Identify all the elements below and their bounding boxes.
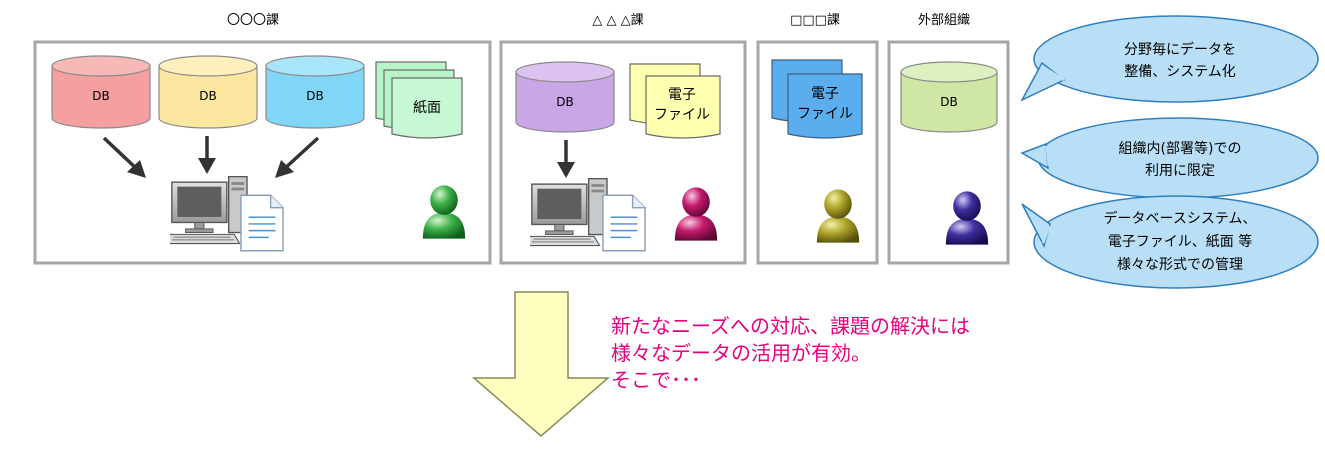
db-label-red: DB (92, 89, 109, 103)
bubble-2-line1: 組織内(部署等)での (1119, 140, 1242, 157)
message-line-3: そこで･･･ (611, 368, 701, 392)
bubble-1-line2: 整備、システム化 (1124, 64, 1236, 80)
document-icon-2 (602, 194, 646, 252)
speech-bubble-2 (1020, 117, 1319, 199)
document-icon (240, 194, 284, 252)
speech-bubble-3 (1021, 195, 1319, 289)
file-label-yellow-line2: ファイル (654, 107, 710, 123)
message-line-2: 様々なデータの活用が有効。 (611, 341, 871, 365)
file-label-blue-line1: 電子 (811, 86, 839, 102)
section-header-2: △ △ △課 (592, 12, 643, 28)
speech-bubble-1 (1020, 15, 1319, 103)
section-header-4: 外部組織 (918, 13, 970, 28)
arrow-icon-db-to-pc-1 (102, 136, 146, 178)
section-header-3: □□□課 (790, 12, 840, 28)
bubble-2-line2: 利用に限定 (1145, 163, 1215, 179)
database-icon-red (51, 55, 151, 129)
file-label-blue-line2: ファイル (797, 106, 853, 122)
electronic-file-icon-blue (771, 59, 863, 139)
bubble-1-line1: 分野毎にデータを (1124, 41, 1236, 58)
db-label-green: DB (940, 95, 957, 109)
down-arrow-icon (471, 291, 611, 437)
arrow-icon-db-to-pc-2 (198, 136, 216, 174)
message-line-1: 新たなニーズへの対応、課題の解決には (611, 314, 970, 338)
arrow-icon-db-to-pc-4 (557, 140, 575, 178)
db-label-purple: DB (556, 95, 573, 109)
database-icon-green (900, 61, 998, 133)
database-icon-yellow (158, 55, 258, 129)
db-label-yellow: DB (199, 89, 216, 103)
arrow-icon-db-to-pc-3 (275, 136, 320, 178)
database-icon-purple (515, 61, 615, 133)
database-icon-blue (265, 55, 365, 129)
db-label-blue: DB (306, 89, 323, 103)
file-label-yellow-line1: 電子 (668, 87, 696, 103)
bubble-3-line3: 様々な形式での管理 (1117, 257, 1243, 273)
paper-label: 紙面 (413, 100, 441, 116)
electronic-file-icon-yellow (629, 63, 721, 139)
bubble-3-line1: データベースシステム、 (1104, 210, 1257, 227)
paper-stack-icon (375, 61, 463, 139)
section-header-1: 〇〇〇課 (227, 12, 279, 28)
bubble-3-line2: 電子ファイル、紙面 等 (1108, 233, 1252, 250)
